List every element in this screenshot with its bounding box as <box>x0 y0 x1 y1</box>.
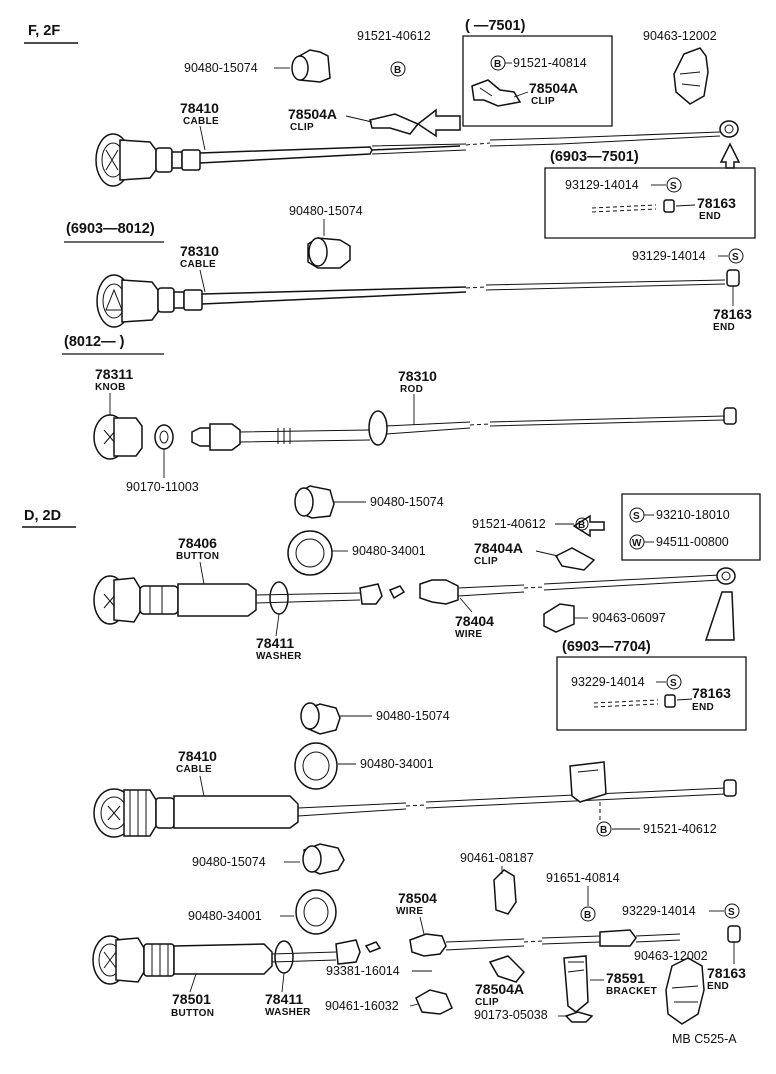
part-78411-b-sub: WASHER <box>265 1007 311 1018</box>
rod-assembly-78310 <box>93 407 737 460</box>
end-detail-box-6903-7704: (6903—7704) 93229-14014 S 78163 END <box>556 639 747 731</box>
part-78504a-top: 78504A <box>288 106 337 122</box>
part-90480-15074-e: 90480-15074 <box>192 855 266 869</box>
part-90480-34001-a: 90480-34001 <box>352 544 426 558</box>
part-78406: 78406 <box>178 535 217 551</box>
fastener-box: S 93210-18010 W 94511-00800 <box>621 493 761 561</box>
part-90461-08187: 90461-08187 <box>460 851 534 865</box>
part-78163-d-sub: END <box>707 981 729 992</box>
part-78504a-box-sub: CLIP <box>531 96 555 107</box>
bolt-symbol-d: B <box>584 910 592 921</box>
part-90480-15074-d: 90480-15074 <box>376 709 450 723</box>
part-90463-12002-b: 90463-12002 <box>634 949 708 963</box>
part-78410-a: 78410 <box>180 100 219 116</box>
screw-symbol-d: S <box>670 678 677 689</box>
part-78410-b-sub: CABLE <box>176 764 212 775</box>
drawing-code: MB C525-A <box>672 1032 737 1046</box>
part-78501: 78501 <box>172 991 211 1007</box>
part-78163-a: 78163 <box>697 195 736 211</box>
part-78163-b: 78163 <box>713 306 752 322</box>
part-78504a-box: 78504A <box>529 80 578 96</box>
part-93129-14014-b: 93129-14014 <box>632 249 706 263</box>
washer-symbol: W <box>632 538 642 549</box>
bolt-symbol: B <box>494 59 502 70</box>
part-90170-11003: 90170-11003 <box>126 480 199 494</box>
period-label-8012: (8012— ) <box>64 334 125 350</box>
part-78410-a-sub: CABLE <box>183 116 219 127</box>
screw-symbol-c: S <box>633 511 640 522</box>
part-78163-c-sub: END <box>692 702 714 713</box>
part-78504a-bot-sub: CLIP <box>475 997 499 1008</box>
part-78504-sub: WIRE <box>396 906 423 917</box>
part-78406-sub: BUTTON <box>176 551 219 562</box>
part-78411-a: 78411 <box>256 635 294 651</box>
bolt-symbol-c: B <box>600 825 608 836</box>
bolt-symbol-b: B <box>578 520 586 531</box>
part-90480-15074-c: 90480-15074 <box>370 495 444 509</box>
clamp-90463-12002-top <box>673 47 709 105</box>
part-91521-40612-c: 91521-40612 <box>643 822 717 836</box>
part-78404a-sub: CLIP <box>474 556 498 567</box>
period-label-7501: ( —7501) <box>465 18 526 34</box>
section-label-f-2f: F, 2F <box>28 23 60 39</box>
part-78410-b: 78410 <box>178 748 217 764</box>
part-78311-sub: KNOB <box>95 382 126 393</box>
part-91521-40612-b: 91521-40612 <box>472 517 546 531</box>
part-93229-14014-a: 93229-14014 <box>571 675 645 689</box>
part-90463-06097: 90463-06097 <box>592 611 666 625</box>
part-78591-sub: BRACKET <box>606 986 657 997</box>
cable-assembly-78410-top <box>95 49 741 187</box>
part-78504a-top-sub: CLIP <box>290 122 314 133</box>
part-93229-14014-b: 93229-14014 <box>622 904 696 918</box>
part-93129-14014-a: 93129-14014 <box>565 178 639 192</box>
cable-assembly-78310 <box>96 237 740 328</box>
part-90480-34001-b: 90480-34001 <box>360 757 434 771</box>
part-90480-34001-c: 90480-34001 <box>188 909 262 923</box>
cable-assembly-78501 <box>92 843 741 1025</box>
screw-symbol-a: S <box>670 181 677 192</box>
period-label-6903-7704: (6903—7704) <box>562 639 651 655</box>
part-90480-15074-a: 90480-15074 <box>184 61 258 75</box>
part-94511-00800: 94511-00800 <box>656 535 729 549</box>
part-91521-40612-a: 91521-40612 <box>357 29 431 43</box>
part-78404-sub: WIRE <box>455 629 482 640</box>
bolt-symbol-a: B <box>394 65 402 76</box>
part-90173-05038: 90173-05038 <box>474 1008 548 1022</box>
part-78310-b-sub: ROD <box>400 384 423 395</box>
part-78504a-bot: 78504A <box>475 981 524 997</box>
part-78163-b-sub: END <box>713 322 735 333</box>
part-78310-a: 78310 <box>180 243 219 259</box>
part-90480-15074-b: 90480-15074 <box>289 204 363 218</box>
part-78310-a-sub: CABLE <box>180 259 216 270</box>
part-78404a: 78404A <box>474 540 523 556</box>
end-detail-box-6903-7501: (6903—7501) 93129-14014 S 78163 END <box>544 149 756 239</box>
part-93210-18010: 93210-18010 <box>656 508 730 522</box>
part-78504: 78504 <box>398 890 437 906</box>
part-78411-b: 78411 <box>265 991 303 1007</box>
part-91521-40814: 91521-40814 <box>513 56 587 70</box>
screw-symbol-e: S <box>728 907 735 918</box>
part-91651-40814: 91651-40814 <box>546 871 620 885</box>
part-78404: 78404 <box>455 613 494 629</box>
part-78163-a-sub: END <box>699 211 721 222</box>
part-78163-c: 78163 <box>692 685 731 701</box>
period-label-6903-7501: (6903—7501) <box>550 149 639 165</box>
screw-symbol-b: S <box>732 252 739 263</box>
period-label-6903-8012: (6903—8012) <box>66 221 155 237</box>
part-78501-sub: BUTTON <box>171 1008 214 1019</box>
part-78310-b: 78310 <box>398 368 437 384</box>
clip-detail-box: ( —7501) B 91521-40814 78504A CLIP <box>462 18 613 127</box>
part-78311: 78311 <box>95 366 133 382</box>
part-90461-16032: 90461-16032 <box>325 999 399 1013</box>
part-78591: 78591 <box>606 970 645 986</box>
part-78411-a-sub: WASHER <box>256 651 302 662</box>
cable-assembly-78406 <box>93 485 736 641</box>
cable-assembly-78410-bottom <box>93 702 737 838</box>
part-78163-d: 78163 <box>707 965 746 981</box>
part-93381-16014: 93381-16014 <box>326 964 400 978</box>
section-label-d-2d: D, 2D <box>24 508 61 524</box>
part-90463-12002-a: 90463-12002 <box>643 29 717 43</box>
